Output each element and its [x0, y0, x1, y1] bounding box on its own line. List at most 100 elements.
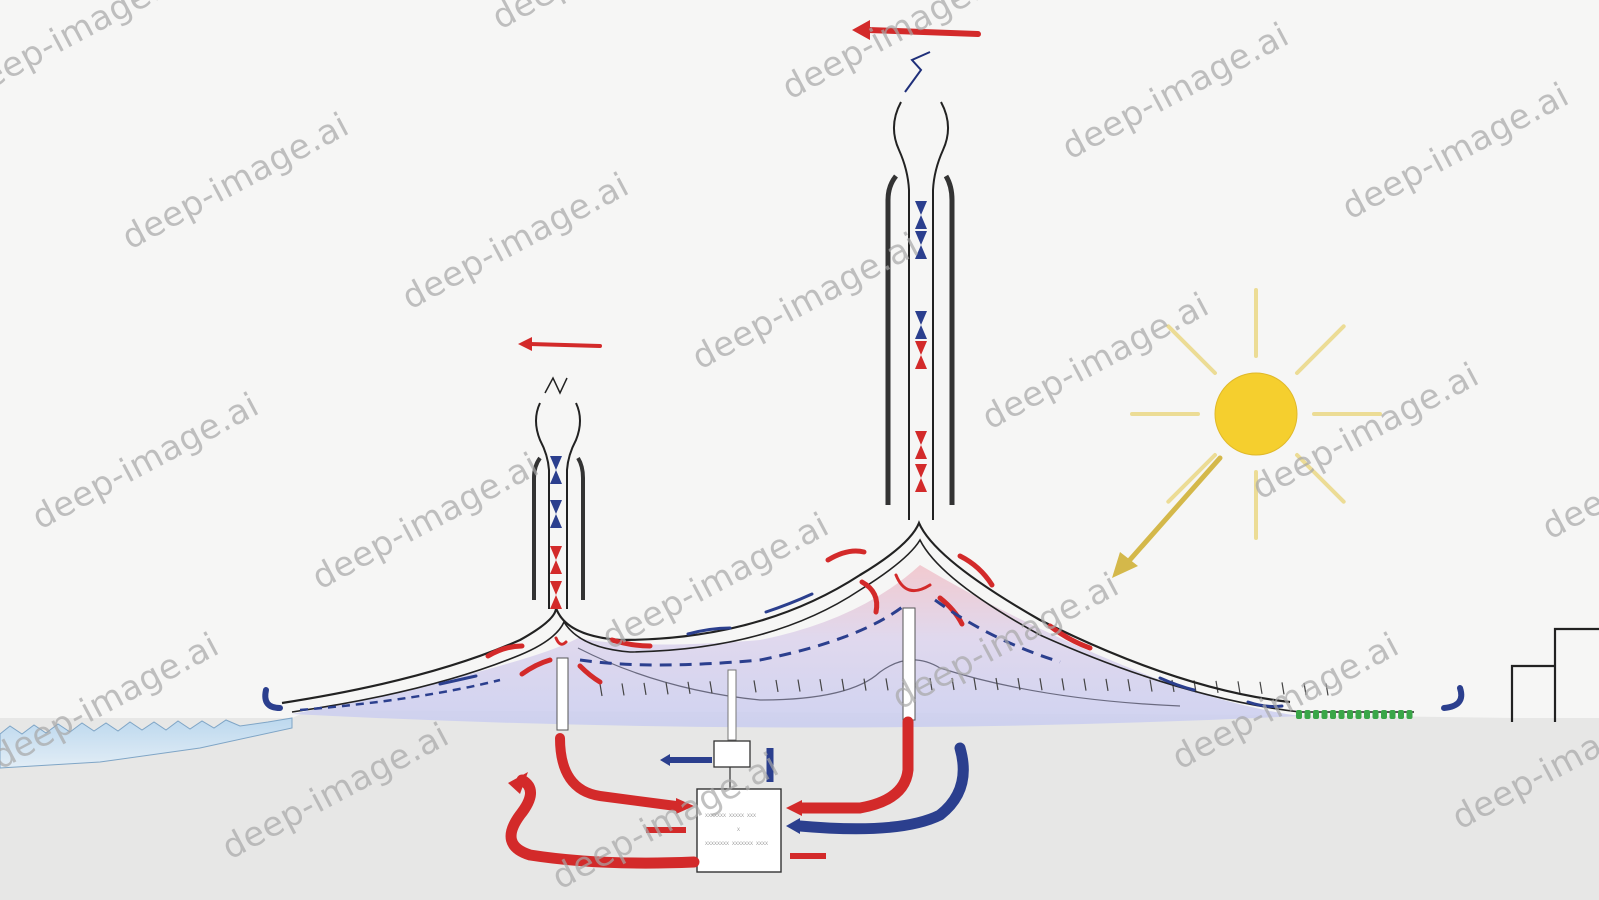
- cool-air-arrow-icon: [915, 231, 927, 259]
- hot-air-arrow-icon: [550, 546, 562, 574]
- roof-airflow: [262, 548, 1465, 711]
- sun-ray: [1166, 453, 1217, 504]
- roof-shell-lower: [291, 538, 1414, 713]
- hot-air-arrow-icon: [796, 716, 914, 814]
- baffle: [687, 681, 691, 694]
- plant-shrub: [1330, 710, 1336, 719]
- plant-shrub: [1347, 710, 1353, 719]
- hot-air-arrow-icon: [519, 657, 553, 677]
- sun-icon: [1130, 288, 1382, 540]
- green-planting-strip: [1296, 710, 1413, 719]
- sun-ray: [1295, 324, 1346, 375]
- hot-air-arrow-icon: [1047, 623, 1093, 651]
- baffle: [599, 683, 603, 697]
- baffle: [709, 681, 713, 694]
- wind-arrow-icon: [865, 27, 981, 37]
- hot-air-arrow-icon: [894, 573, 932, 593]
- baffle: [841, 678, 845, 691]
- adjacent-buildings: [1510, 627, 1599, 722]
- left-intake-duct: [556, 657, 569, 731]
- plant-shrub: [1313, 710, 1319, 719]
- baffle: [885, 678, 889, 691]
- baffle: [995, 677, 999, 691]
- hot-air-arrow-icon: [957, 553, 995, 588]
- ceiling-baffles: [599, 677, 1329, 697]
- cool-air-arrow-icon: [915, 201, 927, 229]
- hot-air-arrow-icon: [937, 595, 965, 627]
- hot-air-arrow-icon: [485, 643, 525, 659]
- baffle: [665, 682, 669, 695]
- hot-air-arrow-icon: [609, 637, 653, 649]
- inner-lining-right: [934, 598, 1061, 664]
- plant-shrub: [1389, 710, 1396, 719]
- sun-ray: [1166, 324, 1217, 375]
- inner-lining-left: [579, 603, 906, 667]
- baffle: [1281, 682, 1285, 695]
- baffle: [973, 677, 977, 691]
- exhaust-airflow: [518, 20, 981, 351]
- hot-air-arrow-icon: [915, 341, 927, 369]
- cool-air-arrow-icon: [262, 687, 283, 711]
- hot-air-arrow-icon: [859, 579, 880, 615]
- plant-shrub: [1364, 710, 1370, 719]
- plant-shrub: [1406, 710, 1413, 719]
- inner-lining-far-left: [299, 678, 501, 712]
- baffle: [1105, 678, 1109, 691]
- plant-shrub: [1398, 710, 1404, 719]
- plant-shrub: [1296, 710, 1302, 719]
- hot-air-arrow-icon: [825, 548, 867, 563]
- baffle: [797, 679, 801, 692]
- cool-air-arrow-icon: [550, 500, 562, 528]
- water-body: [0, 717, 293, 769]
- cool-air-arrow-icon: [764, 592, 814, 614]
- hot-air-arrow-icon: [555, 733, 681, 811]
- baffle: [1083, 678, 1087, 691]
- plant-shrub: [1338, 710, 1345, 719]
- hot-air-arrow-icon: [554, 636, 568, 646]
- baffle: [929, 678, 933, 691]
- baffle: [1061, 678, 1065, 691]
- sun-ray: [1295, 453, 1346, 504]
- baffle: [951, 677, 955, 691]
- cool-air-arrow-icon: [550, 456, 562, 484]
- hot-air-arrow-icon: [577, 663, 603, 685]
- cool-air-arrow-icon: [1246, 700, 1284, 708]
- baffle: [775, 679, 779, 693]
- plant-label-line-2: X: [737, 827, 740, 833]
- center-mast: [727, 669, 737, 741]
- tall-stack: [885, 51, 955, 520]
- cool-air-arrow-icon: [686, 626, 732, 636]
- plant-room-top: [713, 740, 751, 768]
- plant-shrub: [1355, 710, 1362, 719]
- cool-air-arrow-icon: [438, 674, 478, 686]
- baffle: [1303, 682, 1307, 695]
- baffle: [1017, 678, 1021, 691]
- baffle: [1237, 681, 1241, 694]
- plant-label-line-3: XXXXXXXX XXXXXXX XXXX: [705, 841, 768, 847]
- wind-arrow-icon: [528, 342, 602, 348]
- plant-shrub: [1381, 710, 1387, 719]
- baffle: [1127, 679, 1131, 692]
- cool-air-arrow-icon: [915, 311, 927, 339]
- solar-radiation-arrow: [1112, 455, 1223, 578]
- hot-air-arrow-icon: [915, 431, 927, 459]
- hot-air-arrow-icon: [915, 464, 927, 492]
- baffle: [863, 678, 867, 691]
- baffle: [643, 682, 647, 695]
- baffle: [753, 680, 757, 693]
- hot-air-arrow-icon: [550, 581, 562, 609]
- cool-air-arrow-icon: [1158, 676, 1196, 692]
- baffle: [1149, 679, 1153, 692]
- cool-air-arrow-icon: [1441, 685, 1465, 711]
- plant-label-line-1: XXXXXXX XXXXX XXX: [705, 813, 756, 819]
- baffle: [621, 683, 625, 696]
- underground-airflow: [505, 716, 969, 869]
- baffle: [1325, 683, 1329, 696]
- plant-shrub: [1321, 710, 1328, 719]
- plant-shrub: [1372, 710, 1379, 719]
- hot-air-arrow-icon: [505, 774, 700, 869]
- baffle: [1039, 678, 1043, 691]
- small-stack: [532, 376, 585, 609]
